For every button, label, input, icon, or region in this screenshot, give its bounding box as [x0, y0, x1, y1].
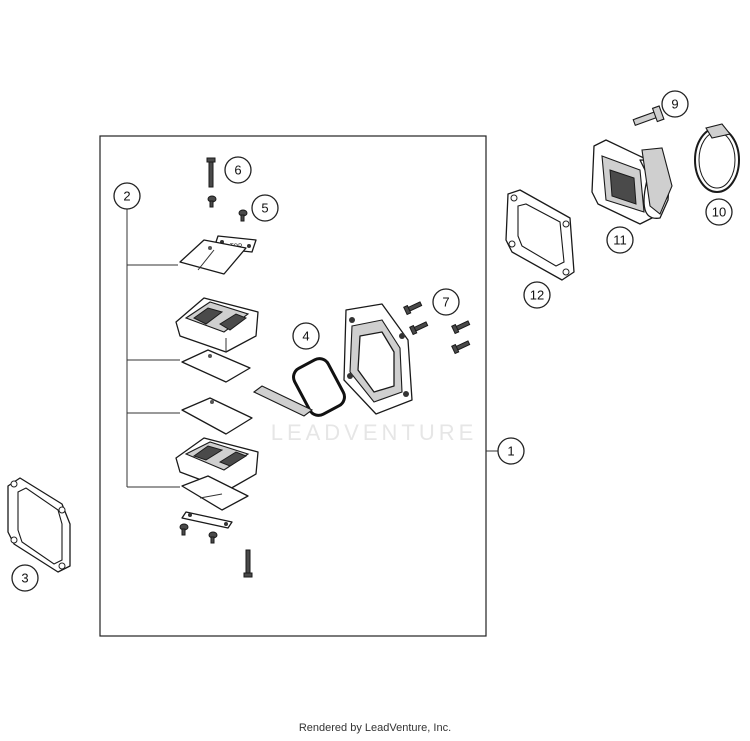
screw-small-bottom-right [208, 531, 218, 544]
callout-7: 7 [432, 288, 460, 316]
svg-text:10: 10 [712, 205, 726, 220]
reed-housing [343, 303, 413, 415]
housing-screws [403, 301, 471, 355]
screw-long-bottom [243, 549, 253, 578]
svg-text:9: 9 [671, 97, 678, 112]
svg-text:11: 11 [613, 233, 627, 248]
reed-block-top [175, 297, 259, 353]
svg-text:2: 2 [123, 189, 130, 204]
svg-text:3: 3 [21, 571, 28, 586]
callout-5: 5 [251, 194, 279, 222]
callout-1: 1 [497, 437, 525, 465]
svg-text:1: 1 [507, 444, 514, 459]
hose-clamp [694, 123, 740, 193]
callout-4: 4 [292, 322, 320, 350]
reed-petal-top [179, 239, 247, 275]
screw-long-top [206, 157, 216, 188]
svg-text:4: 4 [302, 329, 309, 344]
callout-12: 12 [523, 281, 551, 309]
footer-credit: Rendered by LeadVenture, Inc. [298, 722, 452, 734]
screw-small-top-left [207, 195, 217, 208]
reed-petal-lower [181, 397, 253, 435]
callout-3: 3 [11, 564, 39, 592]
svg-text:5: 5 [261, 201, 268, 216]
callout-11: 11 [606, 226, 634, 254]
o-ring-seal [292, 357, 346, 417]
assembly-frame [99, 135, 487, 637]
callout-9: 9 [661, 90, 689, 118]
svg-text:6: 6 [234, 163, 241, 178]
intake-manifold [591, 139, 673, 225]
reed-block-bottom [175, 437, 259, 491]
gasket-intake [505, 189, 575, 281]
bracket-2 [126, 208, 180, 488]
screw-small-top-right [238, 209, 248, 222]
manifold-bolt [632, 105, 665, 127]
svg-text:12: 12 [530, 288, 544, 303]
watermark: LEADVENTURE [271, 420, 478, 445]
reed-petal-middle [181, 349, 251, 383]
callout-10: 10 [705, 198, 733, 226]
reed-petal-bottom [181, 475, 249, 511]
gasket-lower-left [7, 477, 71, 573]
bottom-retainer-plate [181, 511, 233, 529]
screw-small-bottom-left [179, 523, 189, 536]
callout-6: 6 [224, 156, 252, 184]
spacer-bar [252, 385, 314, 417]
callout-2: 2 [113, 182, 141, 210]
svg-text:7: 7 [442, 295, 449, 310]
